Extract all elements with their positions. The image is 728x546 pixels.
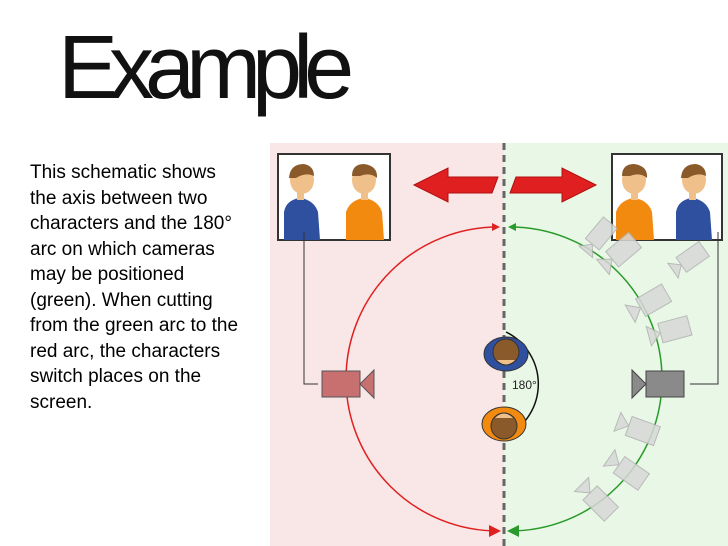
- left-shot-frame: [277, 153, 391, 241]
- right-link-line: [690, 232, 719, 385]
- right-shot-frame: [611, 153, 723, 241]
- slide-description: This schematic shows the axis between tw…: [30, 162, 239, 413]
- blue-character-icon: [284, 164, 320, 240]
- ghost-cameras: [573, 216, 711, 522]
- gray-camera-icon: [631, 368, 685, 400]
- slide-title: Example: [58, 18, 354, 118]
- orange-character-icon: [616, 164, 654, 240]
- blue-character-topdown-icon: [483, 336, 529, 372]
- orange-character-icon: [346, 164, 384, 240]
- orange-character-topdown-icon: [481, 406, 527, 442]
- arc-180-label: 180°: [512, 378, 537, 392]
- left-link-line: [303, 232, 318, 385]
- double-arrow-icon: [412, 167, 598, 203]
- red-camera-icon: [321, 368, 375, 400]
- blue-character-icon: [676, 164, 712, 240]
